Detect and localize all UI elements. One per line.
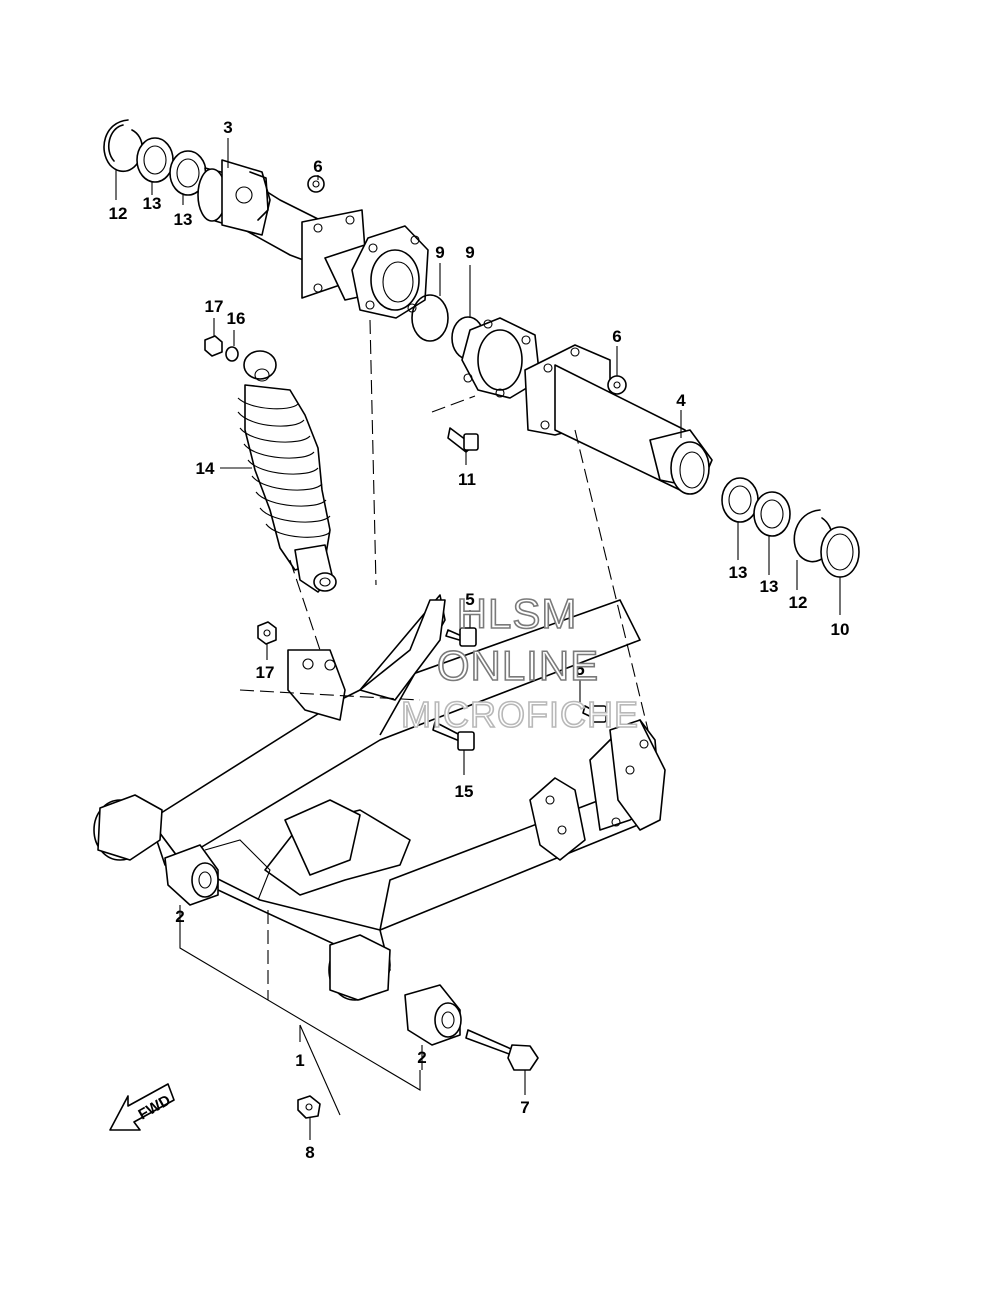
- bearing-13-left-1: [136, 137, 174, 183]
- callout-2: 2: [417, 1048, 426, 1067]
- seal-10: [820, 526, 860, 578]
- nut-8: [297, 1095, 321, 1119]
- callout-14: 14: [196, 459, 215, 478]
- assembly-lines: [239, 319, 649, 1000]
- callout-9: 9: [435, 243, 444, 262]
- callout-7: 7: [520, 1098, 529, 1117]
- pivot-shaft-4: [524, 344, 713, 495]
- bolt-7: [465, 1029, 539, 1071]
- circlip-12-right: [793, 509, 833, 563]
- bolt-5-upper: [445, 627, 477, 647]
- bolt-15: [432, 721, 475, 751]
- circlip-12-left: [103, 119, 143, 173]
- shock-absorber-14: [237, 350, 337, 593]
- nut-6-right: [607, 375, 627, 395]
- callout-17: 17: [256, 663, 275, 682]
- flange-collar: [351, 225, 429, 319]
- callout-12: 12: [109, 204, 128, 223]
- callout-4: 4: [676, 391, 686, 410]
- callout-10: 10: [831, 620, 850, 639]
- callout-12: 12: [789, 593, 808, 612]
- nut-17-top: [204, 335, 223, 357]
- callout-3: 3: [223, 118, 232, 137]
- callout-2: 2: [175, 907, 184, 926]
- watermark-line-1: HLSM: [457, 590, 578, 637]
- callout-5: 5: [575, 660, 584, 679]
- callout-6: 6: [612, 327, 621, 346]
- bearing-13-right-2: [753, 491, 791, 537]
- watermark-line-2: ONLINE: [437, 642, 599, 689]
- callout-16: 16: [227, 309, 246, 328]
- callout-1: 1: [295, 1051, 304, 1070]
- fwd-arrow-icon: FWD: [109, 1083, 175, 1131]
- callout-6: 6: [313, 157, 322, 176]
- flange-collar-right: [461, 317, 541, 399]
- bolt-11: [447, 427, 479, 453]
- swingarm-1: [93, 594, 666, 1001]
- callout-9: 9: [465, 243, 474, 262]
- callout-13: 13: [760, 577, 779, 596]
- o-ring-9-left: [411, 294, 449, 342]
- nut-17-bottom: [257, 621, 277, 645]
- callout-17: 17: [205, 297, 224, 316]
- bolt-5-lower: [582, 705, 607, 723]
- washer-16: [225, 346, 239, 362]
- bushing-2-right: [404, 984, 462, 1046]
- callout-11: 11: [458, 470, 476, 489]
- callout-8: 8: [305, 1143, 314, 1162]
- callout-13: 13: [174, 210, 193, 229]
- callout-5: 5: [465, 590, 474, 609]
- watermark: HLSM ONLINE MICROFICHE: [400, 589, 639, 736]
- nut-6-top: [307, 175, 325, 193]
- callout-13: 13: [729, 563, 748, 582]
- watermark-line-3: MICROFICHE: [401, 694, 639, 735]
- callout-15: 15: [455, 782, 474, 801]
- callout-13: 13: [143, 194, 162, 213]
- leader-lines: [115, 138, 841, 1140]
- bearing-13-left-2: [169, 150, 207, 196]
- callout-labels: 1 2 2 3 4 5 5 6 6 7 8 9 9 10 11 12 12 13…: [109, 118, 850, 1162]
- bushing-2-left: [164, 844, 219, 906]
- bearing-13-right-1: [721, 477, 759, 523]
